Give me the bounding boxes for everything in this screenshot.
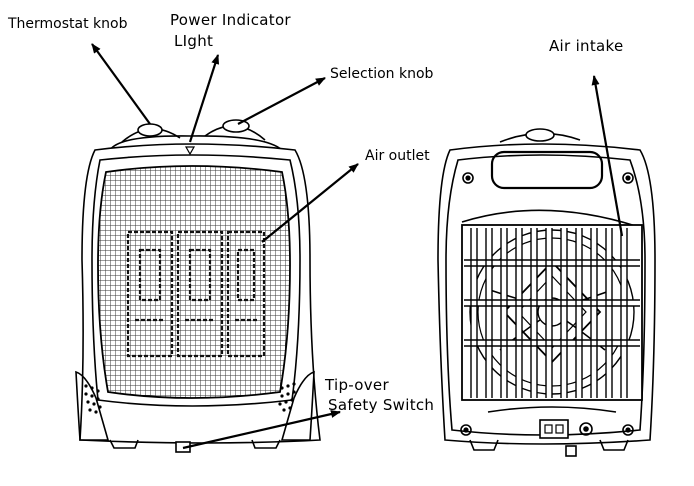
tip-over-label-line1: Tip-over <box>325 376 389 394</box>
tip-over-arrow <box>182 410 341 450</box>
thermostat-arrow <box>91 43 151 125</box>
thermostat-knob <box>121 123 181 143</box>
air-outlet-label: Air outlet <box>365 148 430 164</box>
air-intake-arrow <box>591 75 624 237</box>
power-socket <box>539 419 569 439</box>
heater-front-view <box>75 119 321 453</box>
selection-knob-arrow <box>237 77 326 125</box>
selection-knob-label: Selection knob <box>330 66 434 82</box>
selection-knob <box>204 119 266 141</box>
power-indicator-label-line1: Power Indicator <box>170 11 291 29</box>
power-indicator-label-line2: LIght <box>174 32 214 50</box>
heater-back-view <box>437 128 656 457</box>
power-indicator-arrow <box>188 54 220 143</box>
carry-handle <box>490 150 604 190</box>
tip-over-label-line2: Safety Switch <box>328 396 435 414</box>
power-indicator-light <box>184 146 196 156</box>
leader-arrows <box>91 43 624 450</box>
air-intake-grille <box>461 224 643 401</box>
reset-button <box>579 422 593 436</box>
front-grille <box>97 165 291 399</box>
screw-icons <box>460 172 634 436</box>
air-outlet-arrow <box>261 163 359 243</box>
thermostat-knob-label: Thermostat knob <box>8 16 128 32</box>
air-intake-label: Air intake <box>549 37 624 55</box>
